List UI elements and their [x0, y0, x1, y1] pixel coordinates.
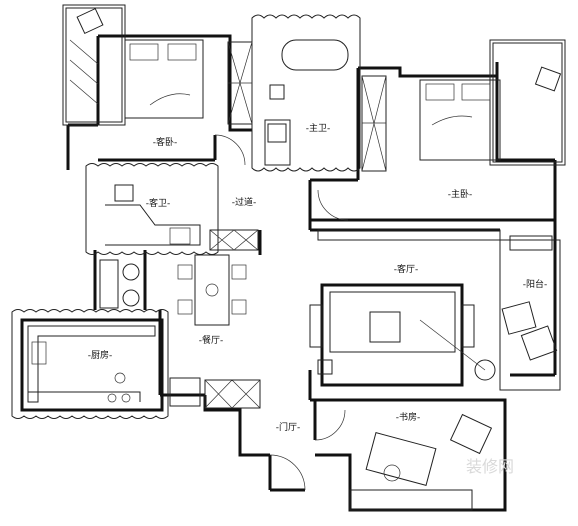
dining-stools — [99, 259, 140, 309]
guest-bath-fixtures — [105, 184, 201, 246]
study-chair — [449, 413, 493, 455]
dining-table — [177, 254, 247, 326]
master-bed — [419, 79, 501, 161]
label-guest-bath: -客卫- — [146, 197, 171, 209]
doors — [214, 134, 349, 491]
living-sofa-set — [309, 283, 496, 387]
main-bath-fixtures — [264, 39, 349, 166]
tv-wall — [317, 229, 501, 241]
label-living-room: -客厅- — [394, 263, 419, 275]
label-main-bath: -主卫- — [306, 122, 331, 134]
highlight-outlines — [11, 14, 361, 419]
label-master-bedroom: -主卧- — [448, 188, 473, 200]
watermark: 装修网 — [466, 457, 514, 476]
label-study: -书房- — [396, 411, 421, 423]
kitchen-fridge — [169, 377, 261, 409]
study-desk — [365, 432, 437, 486]
exterior-walls — [62, 4, 566, 512]
guest-bedroom-wardrobe — [227, 41, 253, 125]
label-entrance: -门厅- — [276, 421, 301, 433]
guest-bed — [124, 39, 204, 119]
balcony-chair-master — [534, 66, 562, 92]
label-dining-room: -餐厅- — [199, 334, 224, 346]
label-kitchen: -厨房- — [88, 349, 113, 361]
label-guest-bedroom: -客卧- — [153, 136, 178, 148]
label-corridor: -过道- — [232, 196, 257, 208]
kitchen-counters — [27, 325, 156, 403]
master-wardrobe — [361, 75, 387, 172]
balcony-chair-guest — [69, 7, 104, 105]
corridor-cabinet — [209, 229, 259, 251]
balcony-chairs — [501, 235, 558, 361]
label-balcony: -阳台- — [523, 278, 548, 290]
